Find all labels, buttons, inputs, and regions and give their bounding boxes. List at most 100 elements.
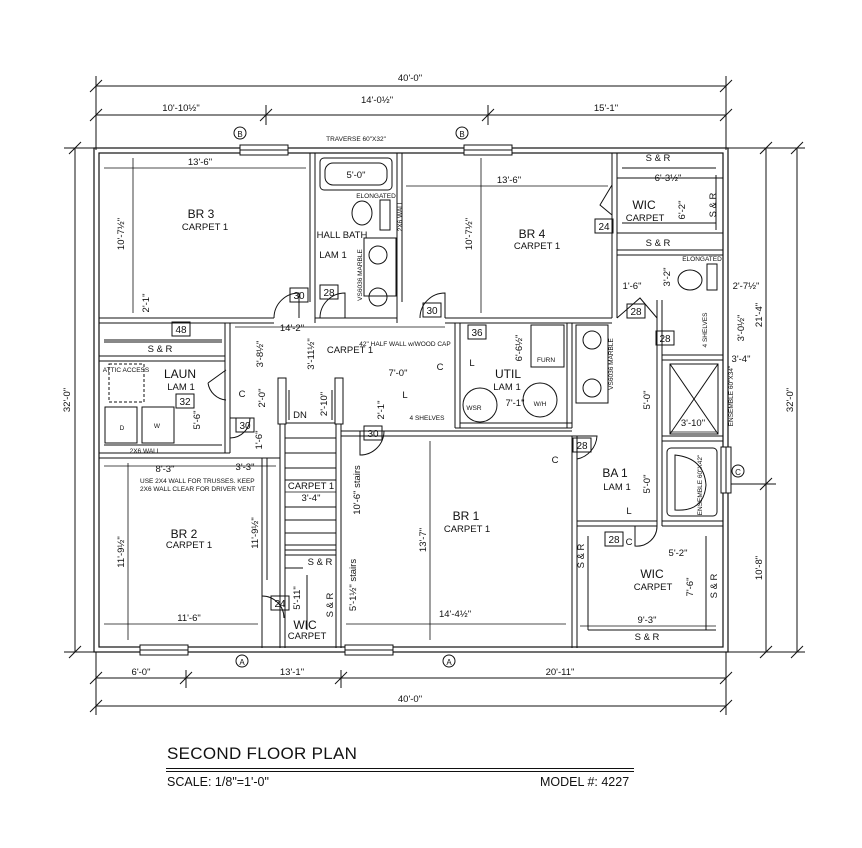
closet-shelves — [104, 167, 717, 631]
top-dim-c: 15'-1" — [594, 103, 618, 114]
br1-name: BR 1 — [453, 509, 480, 523]
br2-depth2: 11'-9½" — [250, 517, 261, 548]
util-name: UTIL — [495, 367, 521, 381]
wic-br1-floor: CARPET — [634, 582, 673, 593]
closet-c-hall: C — [239, 389, 246, 400]
br4-name: BR 4 — [519, 227, 546, 241]
wic-br1-sr-right: S & R — [709, 573, 720, 598]
ba1-d7: 3'-10" — [681, 418, 705, 429]
util-w: 7'-0" — [389, 368, 408, 379]
top-dimension-lines — [89, 76, 733, 150]
ba1-d6: 5'-0" — [642, 391, 653, 410]
hall-half-wall: 42" HALF WALL w/WOOD CAP — [359, 341, 450, 348]
wic-br2-name: WIC — [293, 618, 317, 632]
br1-closet-c: C — [552, 455, 559, 466]
right-dim-lower: 10'-8" — [754, 556, 765, 580]
br3-width: 13'-6" — [188, 157, 212, 168]
window-tag-b1: B — [237, 130, 242, 139]
util-d: 7'-1" — [506, 398, 525, 409]
bottom-dim-c: 20'-11" — [546, 667, 575, 678]
br2-width: 11'-6" — [177, 613, 201, 624]
bath-wc-label: ELONGATED — [356, 193, 396, 200]
hall-d6: 1'-6" — [254, 431, 265, 450]
window-tag-a1: A — [239, 658, 245, 667]
util-wsr: WSR — [466, 405, 481, 412]
window-tag-b2: B — [459, 130, 464, 139]
doors — [207, 184, 658, 619]
door-tag-28-ba1-br1: 28 — [576, 441, 588, 452]
room-dimension-lines — [104, 158, 716, 640]
ba1-name: BA 1 — [602, 466, 628, 480]
bottom-dimension-lines — [89, 652, 733, 715]
window-tag-a2: A — [446, 658, 452, 667]
ba1-d5: 3'-4" — [732, 354, 751, 365]
wic-br1-depth: 7'-6" — [685, 578, 696, 597]
util-shelves: 4 SHELVES — [410, 415, 446, 422]
ba1-d1: 1'-6" — [623, 281, 642, 292]
door-tag-28-wic: 28 — [608, 535, 620, 546]
ba1-d8: 5'-0" — [642, 475, 653, 494]
ba1-shower: ENSEMBLE 60"X34" — [728, 365, 735, 426]
wic-br4-floor: CARPET — [626, 213, 665, 224]
ba1-wc: ELONGATED — [682, 256, 722, 263]
wic-br4-name: WIC — [632, 198, 656, 212]
br1-depth: 13'-7" — [418, 528, 429, 552]
util-h: 6'-6½" — [514, 335, 525, 362]
br1-floor: CARPET 1 — [444, 524, 490, 535]
top-dim-b: 14'-0½" — [361, 95, 393, 106]
br2-width2: 8'-3" — [156, 464, 175, 475]
door-tag-28-wc: 28 — [630, 307, 642, 318]
door-tag-30-br1: 30 — [367, 429, 379, 440]
util-wh: W/H — [534, 401, 547, 408]
half-wall — [277, 377, 344, 425]
br3-name: BR 3 — [188, 207, 215, 221]
laun-washer: W — [154, 423, 161, 430]
ba1-shelves: 4 SHELVES — [702, 312, 709, 348]
util-closet-l: L — [402, 390, 407, 401]
laun-floor: LAM 1 — [167, 382, 194, 393]
bottom-dim-a: 6'-0" — [132, 667, 151, 678]
plan-scale: SCALE: 1/8"=1'-0" — [167, 775, 269, 789]
wic-br1-sr-bottom: S & R — [635, 632, 660, 643]
ba1-tub: ENSEMBLE 60"X42" — [697, 454, 704, 515]
stairs-floor: CARPET 1 — [288, 481, 334, 492]
wic-br4-width: 6'-3½" — [655, 173, 682, 184]
door-tag-32-laun: 32 — [179, 397, 191, 408]
stair-wic-sr: S & R — [308, 557, 333, 568]
plan-title: SECOND FLOOR PLAN — [167, 744, 358, 763]
br4-width: 13'-6" — [497, 175, 521, 186]
overall-left-dim: 32'-0" — [62, 388, 73, 412]
br1-width: 14'-4½" — [439, 609, 471, 620]
bath-tub-dim: 5'-0" — [347, 170, 366, 181]
right-dim-upper: 21'-4" — [754, 303, 765, 327]
br3-depth: 10'-7½" — [116, 218, 127, 250]
title-underline — [166, 768, 634, 769]
br2-name: BR 2 — [171, 527, 198, 541]
laun-depth: 5'-6" — [192, 411, 203, 430]
wic-br1-width: 9'-3" — [638, 615, 657, 626]
ba1-d4: 3'-0½" — [736, 315, 747, 342]
wic-br4-depth: 6'-2" — [677, 201, 688, 220]
hall-floor: CARPET 1 — [327, 345, 373, 356]
laun-attic: ATTIC ACCESS — [103, 367, 150, 374]
wic-br1-name: WIC — [640, 567, 664, 581]
hall-bath-floor: LAM 1 — [319, 250, 346, 261]
exterior-walls — [93, 147, 729, 653]
stairs-width: 3'-4" — [302, 493, 321, 504]
laun-name: LAUN — [164, 367, 196, 381]
model-number: MODEL #: 4227 — [540, 775, 630, 789]
overall-bottom-dim: 40'-0" — [398, 694, 422, 705]
door-tags — [171, 218, 675, 611]
wic-br2-d: 5'-11" — [292, 586, 303, 610]
ba1-floor: LAM 1 — [603, 482, 630, 493]
ba1-d3: 2'-7½" — [733, 281, 760, 292]
wic-br1-d: 5'-2" — [669, 548, 688, 559]
top-dim-a: 10'-10½" — [162, 103, 199, 114]
hall-d2: 3'-11½" — [306, 338, 317, 369]
br2-width3: 3'-3" — [236, 462, 255, 473]
stairs-lower: 5'-1½" stairs — [348, 559, 359, 611]
stairs-dn: DN — [293, 410, 307, 421]
bottom-dim-b: 13'-1" — [280, 667, 304, 678]
title-underline-2 — [166, 771, 634, 772]
